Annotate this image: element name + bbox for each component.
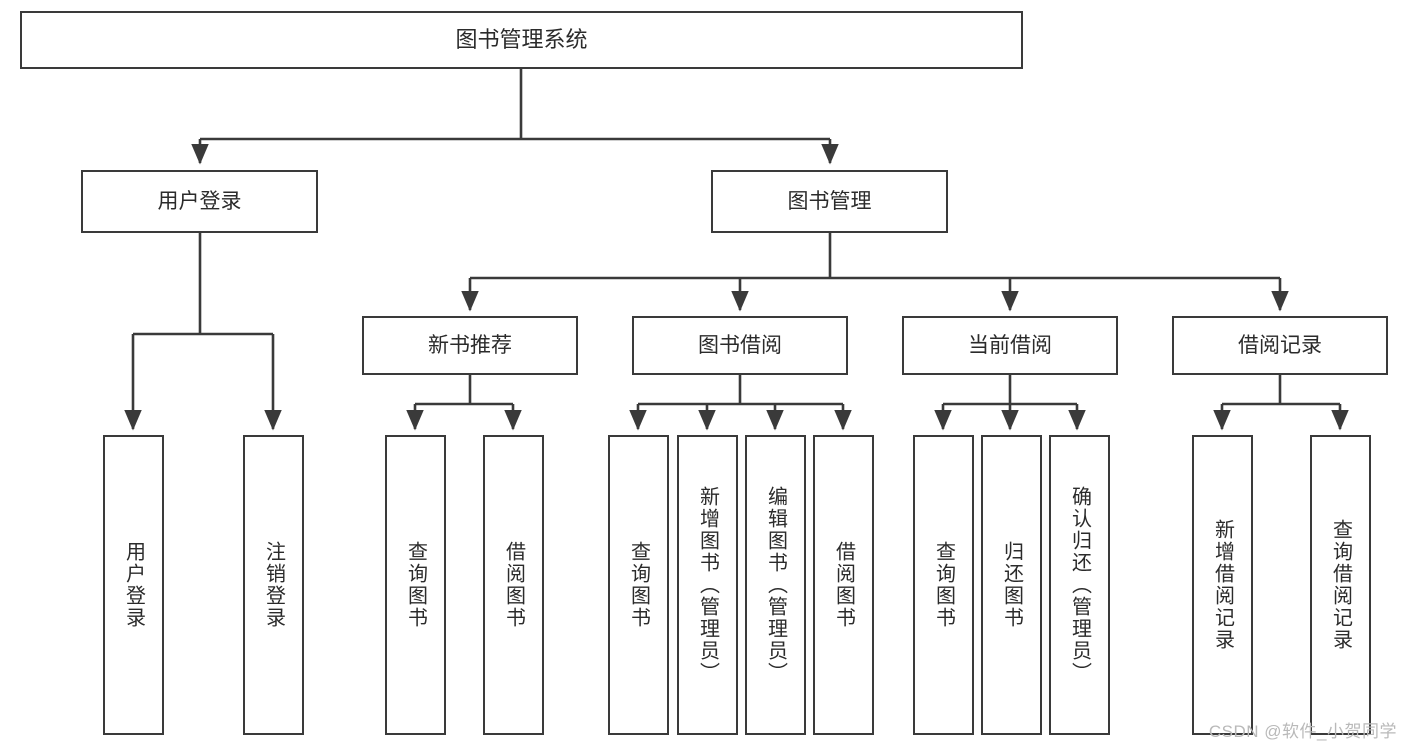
node-label: 用户登录 — [122, 541, 145, 629]
leaf-logout[interactable]: 注销登录 — [243, 435, 304, 735]
leaf-edit-book-admin[interactable]: 编辑图书（管理员） — [745, 435, 806, 735]
node-label: 图书管理 — [787, 189, 872, 213]
node-label: 注销登录 — [262, 541, 285, 629]
node-label: 用户登录 — [157, 189, 242, 213]
node-user-login[interactable]: 用户登录 — [81, 170, 318, 233]
leaf-user-login[interactable]: 用户登录 — [103, 435, 164, 735]
node-label: 查询借阅记录 — [1329, 519, 1352, 651]
node-label: 新书推荐 — [428, 333, 512, 357]
leaf-add-book-admin[interactable]: 新增图书（管理员） — [677, 435, 738, 735]
node-label: 确认归还（管理员） — [1068, 486, 1091, 684]
leaf-query-borrow-record[interactable]: 查询借阅记录 — [1310, 435, 1371, 735]
node-root-book-management-system[interactable]: 图书管理系统 — [20, 11, 1023, 69]
node-label: 查询图书 — [404, 541, 427, 629]
node-label: 借阅图书 — [832, 541, 855, 629]
node-label: 编辑图书（管理员） — [764, 486, 787, 684]
leaf-query-book-current[interactable]: 查询图书 — [913, 435, 974, 735]
leaf-add-borrow-record[interactable]: 新增借阅记录 — [1192, 435, 1253, 735]
node-label: 归还图书 — [1000, 541, 1023, 629]
leaf-borrow-book-recommend[interactable]: 借阅图书 — [483, 435, 544, 735]
leaf-query-book-borrow[interactable]: 查询图书 — [608, 435, 669, 735]
leaf-query-book-recommend[interactable]: 查询图书 — [385, 435, 446, 735]
node-label: 当前借阅 — [968, 333, 1052, 357]
node-label: 借阅记录 — [1238, 333, 1322, 357]
node-label: 图书管理系统 — [455, 26, 588, 52]
leaf-borrow-book[interactable]: 借阅图书 — [813, 435, 874, 735]
node-book-borrow[interactable]: 图书借阅 — [632, 316, 848, 375]
node-book-management[interactable]: 图书管理 — [711, 170, 948, 233]
node-current-borrow[interactable]: 当前借阅 — [902, 316, 1118, 375]
leaf-return-book[interactable]: 归还图书 — [981, 435, 1042, 735]
node-label: 新增图书（管理员） — [696, 486, 719, 684]
node-new-book-recommend[interactable]: 新书推荐 — [362, 316, 578, 375]
node-borrow-records[interactable]: 借阅记录 — [1172, 316, 1388, 375]
node-label: 查询图书 — [627, 541, 650, 629]
node-label: 图书借阅 — [698, 333, 782, 357]
node-label: 查询图书 — [932, 541, 955, 629]
node-label: 借阅图书 — [502, 541, 525, 629]
leaf-confirm-return-admin[interactable]: 确认归还（管理员） — [1049, 435, 1110, 735]
node-label: 新增借阅记录 — [1211, 519, 1234, 651]
